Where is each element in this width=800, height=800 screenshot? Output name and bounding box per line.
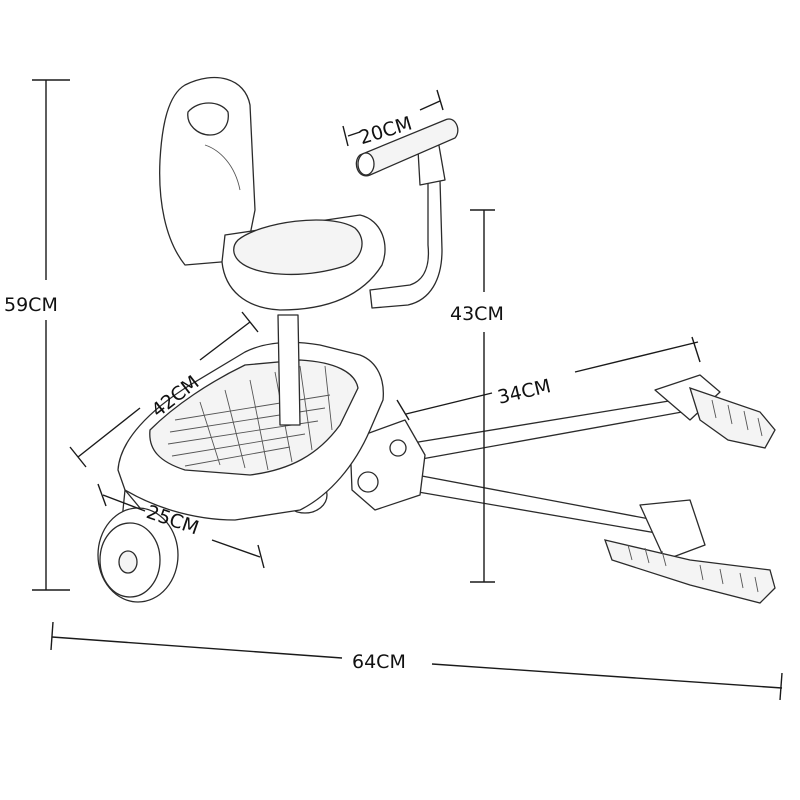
dimension-overall-length: 64CM	[50, 621, 783, 701]
label-arm-length: 34CM	[496, 375, 553, 409]
label-bar-height: 43CM	[450, 303, 504, 325]
hinge-block	[349, 419, 426, 511]
label-overall-height: 59CM	[4, 294, 58, 316]
standing-board	[117, 341, 384, 521]
dimension-bar-height: 43CM	[450, 209, 504, 583]
buggy-board-sketch	[97, 76, 776, 604]
dimension-overall-height: 59CM	[4, 79, 70, 591]
lower-arm	[389, 469, 776, 604]
label-overall-length: 64CM	[352, 651, 406, 673]
seat-post	[277, 314, 301, 426]
seat	[159, 76, 386, 311]
handlebar	[355, 118, 459, 309]
upper-arm	[399, 374, 776, 463]
